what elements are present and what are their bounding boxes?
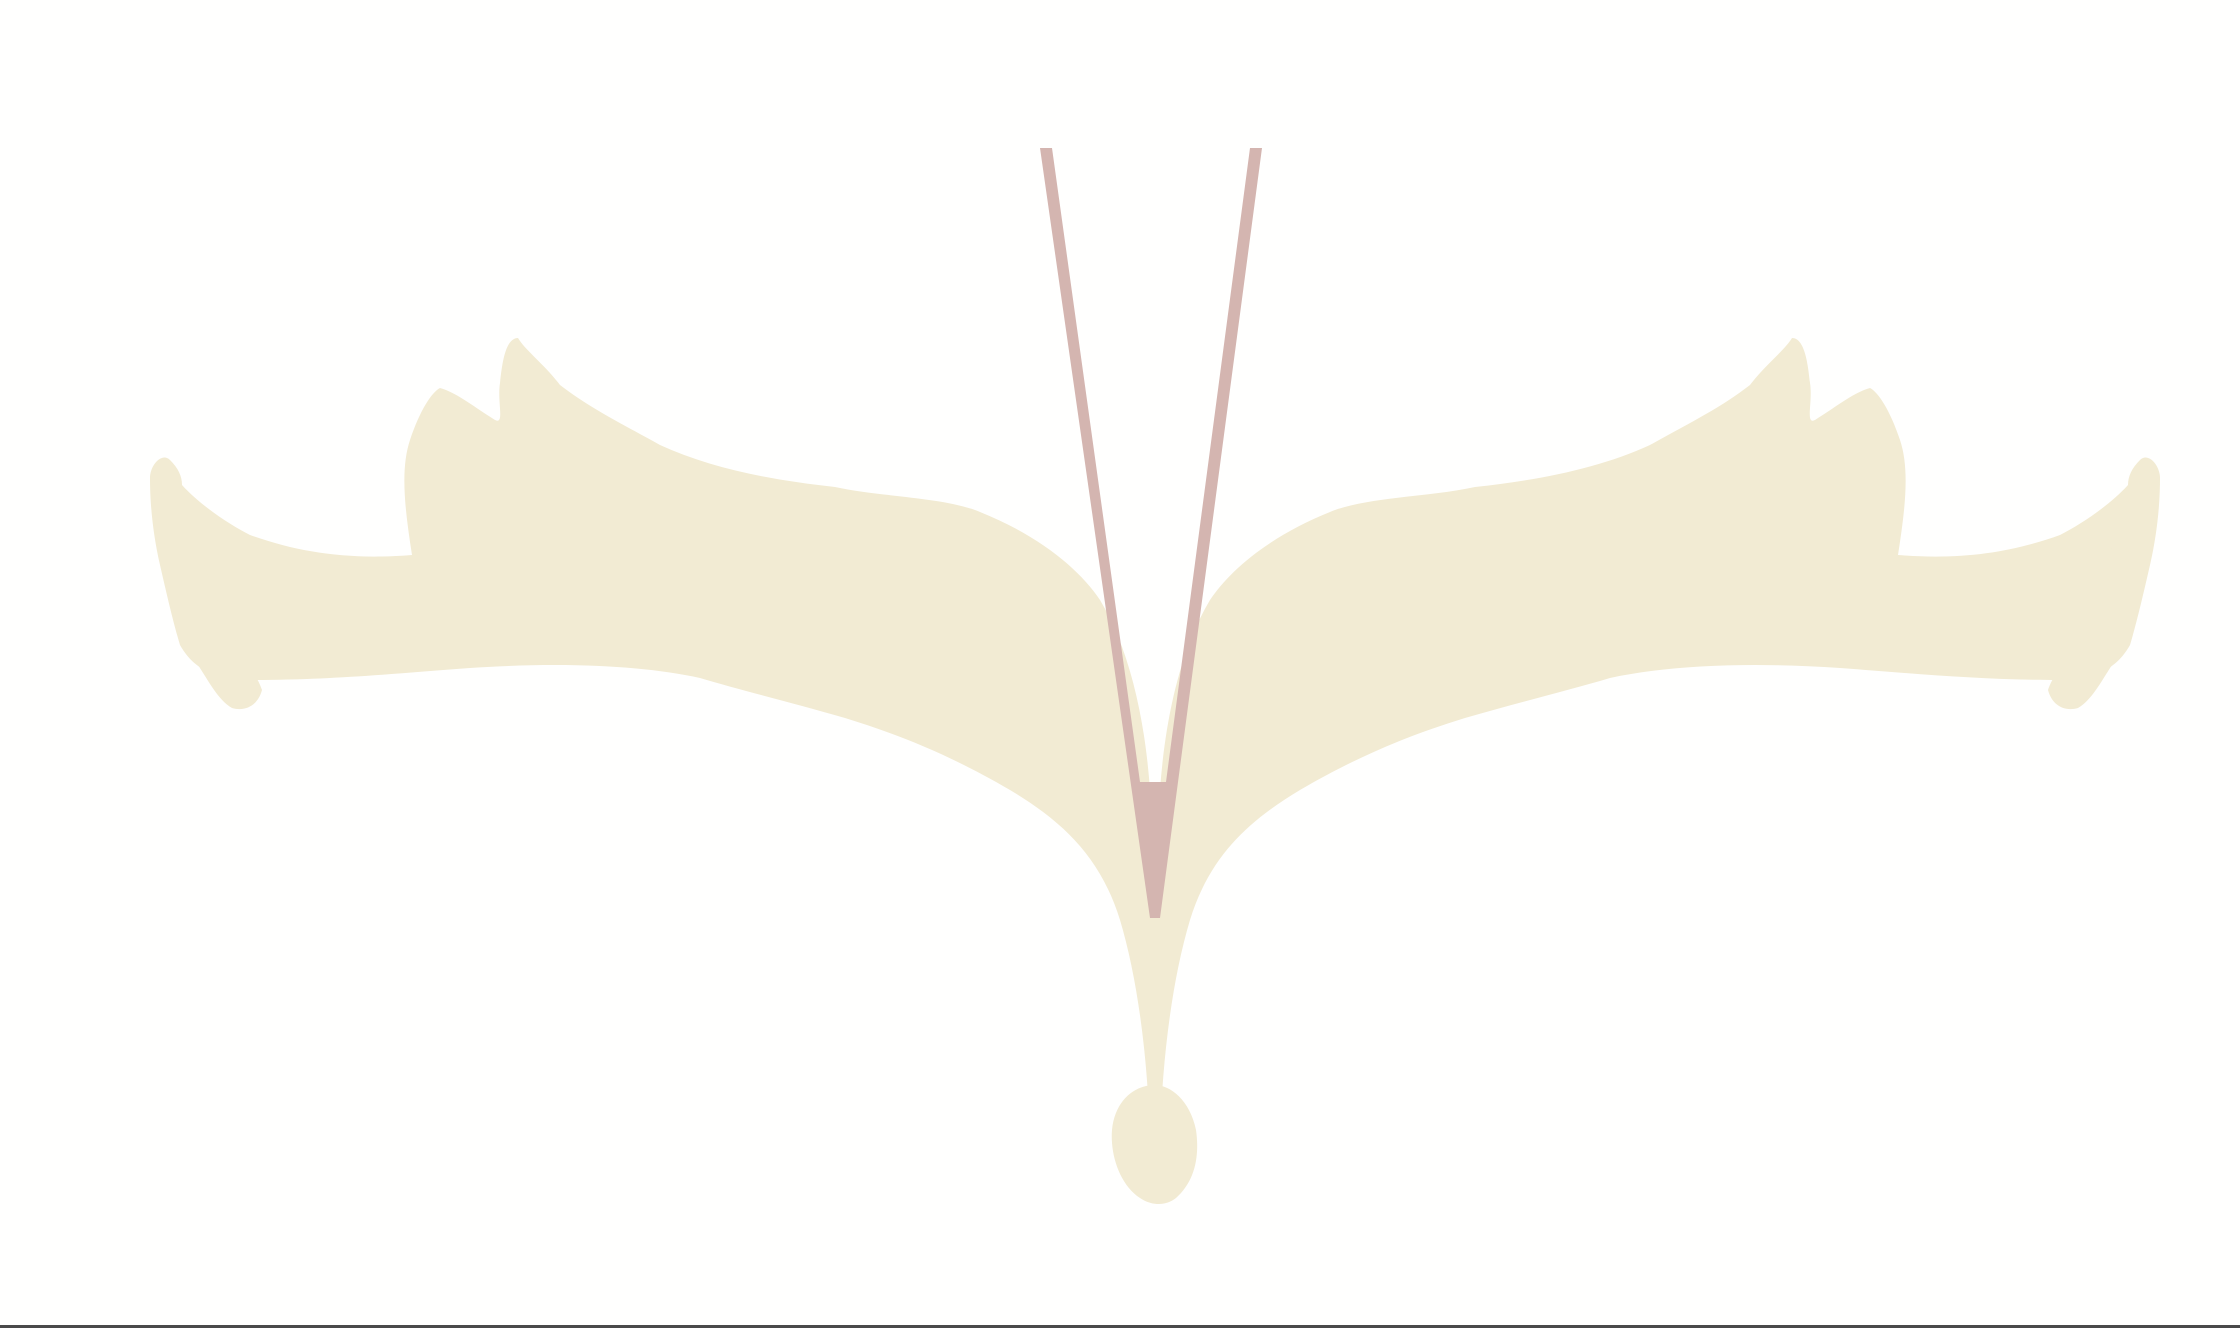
left-tendril <box>163 501 262 710</box>
center-bulb <box>1111 1085 1198 1204</box>
v-mark <box>1040 148 1262 918</box>
left-wing-flourish <box>150 338 1165 1140</box>
right-tendril <box>2048 501 2147 710</box>
right-wing-flourish <box>1145 338 2160 1140</box>
bottom-divider <box>0 1325 2240 1328</box>
